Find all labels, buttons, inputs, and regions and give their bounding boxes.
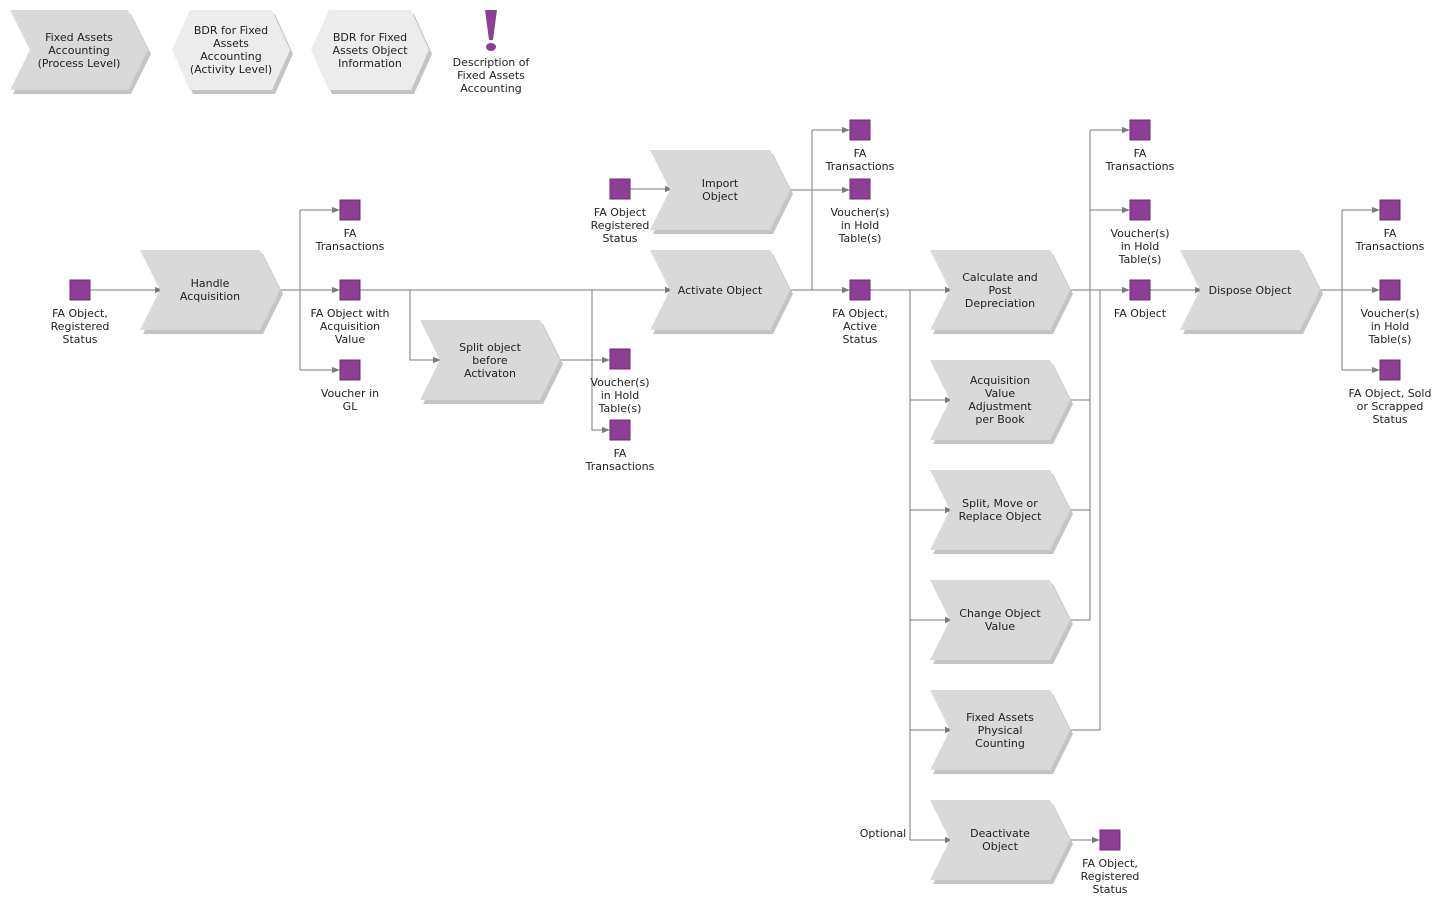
object-fa-active-box[interactable]: [849, 279, 871, 301]
object-fa-transactions-1-label: FA Transactions: [315, 227, 385, 253]
activity-handle-acquisition-label: Handle Acquisition: [179, 277, 241, 303]
object-fa-registered-deactivated-label: FA Object, Registered Status: [1080, 857, 1140, 896]
activity-import-object[interactable]: [650, 150, 793, 234]
activity-import-object-label: Import Object: [701, 177, 739, 203]
activity-acquisition-value-adjustment-label: Acquisition Value Adjustment per Book: [968, 374, 1032, 426]
object-vouchers-hold-1-box[interactable]: [609, 348, 631, 370]
header-bdr-object-shape-label: BDR for Fixed Assets Object Information: [332, 30, 408, 70]
activity-split-move-replace-label: Split, Move or Replace Object: [958, 497, 1042, 523]
activity-activate-object-label: Activate Object: [677, 283, 763, 297]
object-voucher-in-gl-box[interactable]: [339, 359, 361, 381]
activity-activate-object[interactable]: [650, 250, 793, 334]
object-fa-registered-import-label: FA Object Registered Status: [590, 206, 650, 245]
activity-change-object-value-label: Change Object Value: [959, 607, 1041, 633]
diagram-nodes: [10, 10, 1401, 884]
object-fa-object-box[interactable]: [1129, 279, 1151, 301]
object-fa-active-label: FA Object, Active Status: [832, 307, 888, 346]
optional-annotation: Optional: [859, 827, 907, 840]
activity-calculate-post-depreciation[interactable]: [930, 250, 1073, 334]
activity-change-object-value[interactable]: [930, 580, 1073, 664]
activity-split-move-replace[interactable]: [930, 470, 1073, 554]
object-fa-acquisition-value-label: FA Object with Acquisition Value: [310, 307, 390, 346]
object-fa-registered-label: FA Object, Registered Status: [50, 307, 110, 346]
object-fa-registered-deactivated-box[interactable]: [1099, 829, 1121, 851]
object-fa-acquisition-value-box[interactable]: [339, 279, 361, 301]
object-vouchers-hold-2-label: Voucher(s) in Hold Table(s): [830, 206, 890, 245]
connector-line: [1071, 290, 1091, 621]
object-fa-transactions-2-box[interactable]: [609, 419, 631, 441]
object-fa-transactions-3-box[interactable]: [849, 119, 871, 141]
object-fa-registered-import-box[interactable]: [609, 178, 631, 200]
connector-lines: [90, 126, 1380, 844]
activity-deactivate-object-label: Deactivate Object: [970, 827, 1030, 853]
object-fa-transactions-5-label: FA Transactions: [1355, 227, 1425, 253]
object-vouchers-hold-4-label: Voucher(s) in Hold Table(s): [1360, 307, 1420, 346]
object-fa-object-label: FA Object: [1113, 307, 1167, 320]
connector-line: [409, 290, 441, 364]
activity-split-before-activation[interactable]: [420, 320, 563, 404]
object-fa-transactions-4-box[interactable]: [1129, 119, 1151, 141]
activity-split-before-activation-label: Split object before Activaton: [459, 340, 521, 380]
header-process-level-shape-label: Fixed Assets Accounting (Process Level): [37, 30, 121, 70]
header-bdr-object-shape[interactable]: [311, 10, 432, 94]
header-bdr-activity-shape[interactable]: [172, 10, 293, 94]
object-vouchers-hold-4-box[interactable]: [1379, 279, 1401, 301]
exclamation-icon[interactable]: [485, 10, 497, 51]
object-vouchers-hold-3-box[interactable]: [1129, 199, 1151, 221]
activity-acquisition-value-adjustment[interactable]: [930, 360, 1073, 444]
connector-line: [1071, 290, 1091, 401]
activity-calculate-post-depreciation-label: Calculate and Post Depreciation: [962, 270, 1038, 310]
connector-line: [1071, 290, 1101, 731]
object-fa-registered-box[interactable]: [69, 279, 91, 301]
activity-dispose-object[interactable]: [1180, 250, 1323, 334]
activity-handle-acquisition[interactable]: [140, 250, 283, 334]
object-fa-transactions-2-label: FA Transactions: [585, 447, 655, 473]
activity-dispose-object-label: Dispose Object: [1208, 283, 1292, 297]
activity-physical-counting-label: Fixed Assets Physical Counting: [966, 710, 1034, 750]
header-bdr-activity-shape-label: BDR for Fixed Assets Accounting (Activit…: [189, 24, 273, 76]
object-vouchers-hold-2-box[interactable]: [849, 178, 871, 200]
activity-physical-counting[interactable]: [930, 690, 1073, 774]
connector-line: [591, 290, 610, 434]
header-description-label: Description of Fixed Assets Accounting: [452, 56, 530, 95]
object-fa-sold-scrapped-box[interactable]: [1379, 359, 1401, 381]
object-fa-sold-scrapped-label: FA Object, Sold or Scrapped Status: [1348, 387, 1432, 426]
object-voucher-in-gl-label: Voucher in GL: [320, 387, 380, 413]
activity-deactivate-object[interactable]: [930, 800, 1073, 884]
object-vouchers-hold-1-label: Voucher(s) in Hold Table(s): [590, 376, 650, 415]
object-fa-transactions-1-box[interactable]: [339, 199, 361, 221]
object-fa-transactions-4-label: FA Transactions: [1105, 147, 1175, 173]
object-fa-transactions-3-label: FA Transactions: [825, 147, 895, 173]
header-process-level-shape[interactable]: [10, 10, 151, 94]
object-vouchers-hold-3-label: Voucher(s) in Hold Table(s): [1110, 227, 1170, 266]
object-fa-transactions-5-box[interactable]: [1379, 199, 1401, 221]
